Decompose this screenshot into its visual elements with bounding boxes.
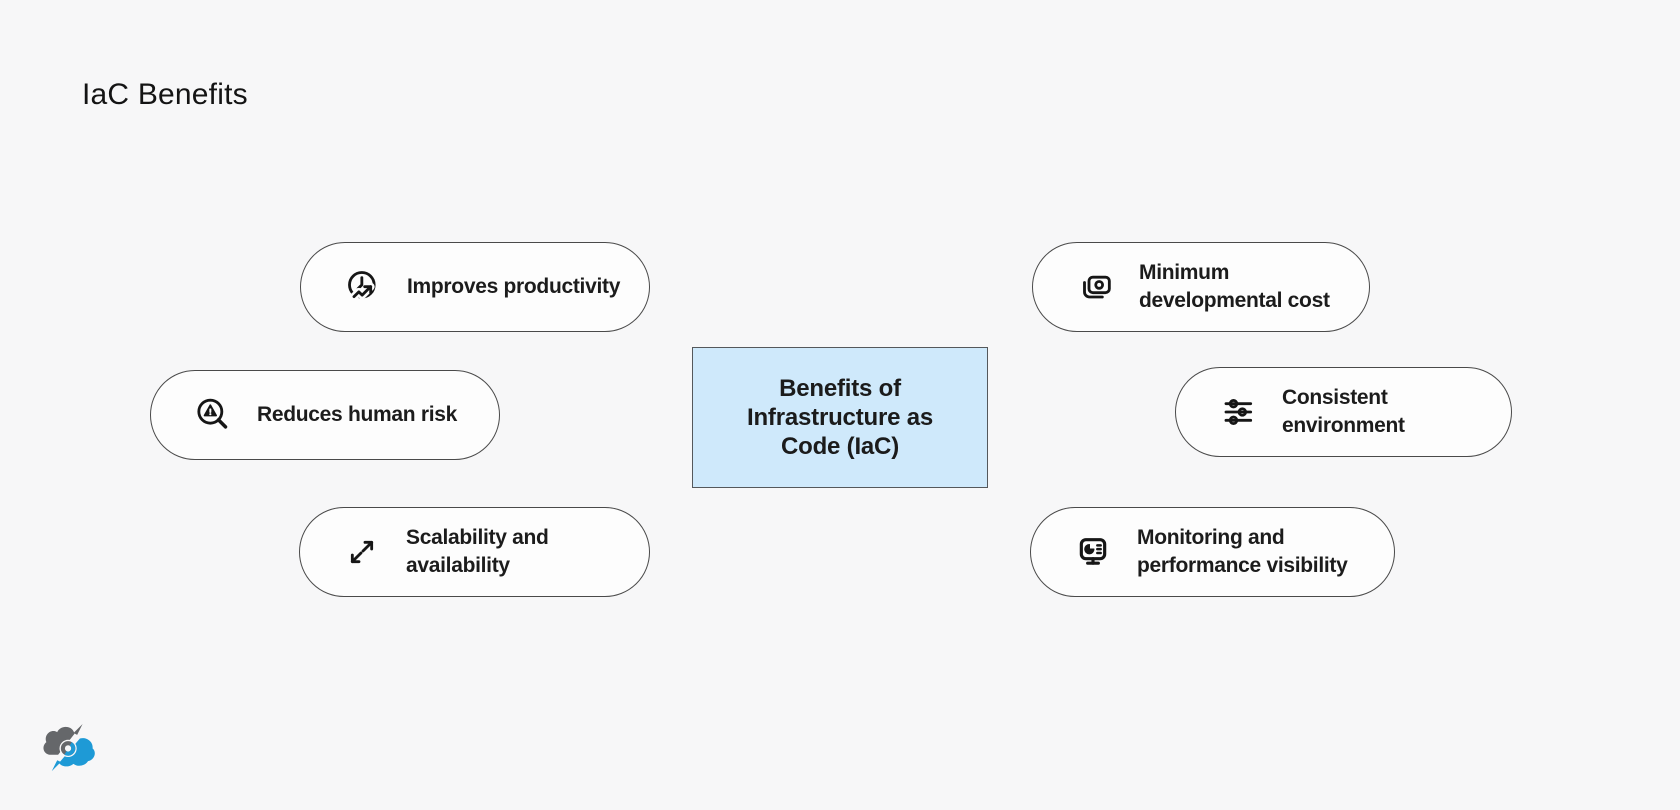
node-minimum-developmental-cost[interactable]: Minimum developmental cost bbox=[1032, 242, 1370, 332]
node-label: Improves productivity bbox=[407, 275, 621, 298]
cloud-compass-logo-icon bbox=[43, 723, 95, 772]
monitor-analytics-icon bbox=[1079, 538, 1107, 565]
page-title: IaC Benefits bbox=[82, 78, 248, 111]
cash-icon bbox=[1083, 275, 1111, 299]
node-improves-productivity[interactable]: Improves productivity bbox=[300, 242, 650, 332]
node-label: Reduces human risk bbox=[257, 403, 458, 426]
search-warning-icon bbox=[197, 398, 228, 429]
clock-trend-icon bbox=[348, 271, 376, 301]
node-reduces-human-risk[interactable]: Reduces human risk bbox=[150, 370, 500, 460]
node-benefits-of-iac-center[interactable]: Benefits of Infrastructure as Code (IaC) bbox=[692, 347, 988, 488]
node-consistent-environment[interactable]: Consistent environment bbox=[1175, 367, 1512, 457]
node-label: Minimum developmental cost bbox=[1139, 261, 1330, 312]
node-label: Scalability and availability bbox=[406, 526, 549, 577]
sliders-icon bbox=[1224, 399, 1253, 426]
node-label: Consistent environment bbox=[1282, 386, 1405, 437]
node-label: Monitoring and performance visibility bbox=[1137, 526, 1348, 577]
node-scalability-availability[interactable]: Scalability and availability bbox=[299, 507, 650, 597]
expand-arrows-icon bbox=[350, 540, 374, 564]
node-monitoring-performance-visibility[interactable]: Monitoring and performance visibility bbox=[1030, 507, 1395, 597]
